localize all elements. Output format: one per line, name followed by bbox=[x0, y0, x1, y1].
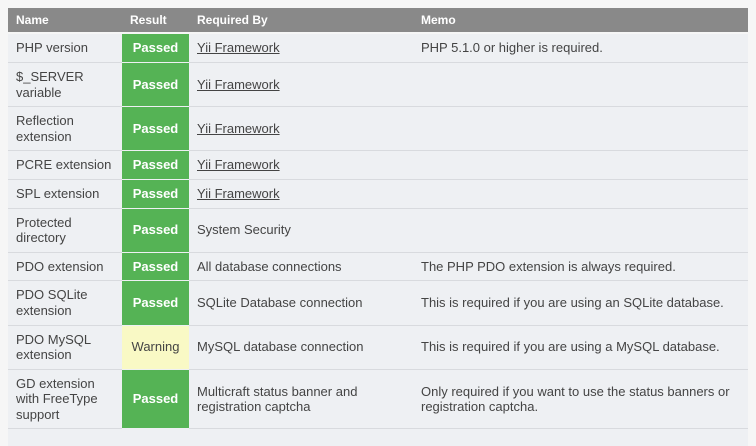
table-row: Reflection extension Passed Yii Framewor… bbox=[8, 107, 748, 152]
result-badge: Passed bbox=[122, 369, 189, 430]
result-badge: Passed bbox=[122, 179, 189, 209]
column-header-name: Name bbox=[8, 8, 122, 35]
table-row: PDO SQLite extension Passed SQLite Datab… bbox=[8, 281, 748, 326]
table-row: PHP version Passed Yii Framework PHP 5.1… bbox=[8, 34, 748, 63]
result-badge: Passed bbox=[122, 34, 189, 63]
required-by-link[interactable]: Yii Framework bbox=[197, 157, 280, 173]
required-by-cell: Yii Framework bbox=[189, 62, 413, 108]
required-by-cell: Yii Framework bbox=[189, 179, 413, 209]
requirement-name: SPL extension bbox=[8, 179, 122, 209]
required-by-cell: Multicraft status banner and registratio… bbox=[189, 369, 413, 430]
memo-cell: The PHP PDO extension is always required… bbox=[413, 252, 748, 282]
requirement-name: GD extension with FreeType support bbox=[8, 369, 122, 430]
table-body: PHP version Passed Yii Framework PHP 5.1… bbox=[8, 34, 748, 446]
required-by-cell: Yii Framework bbox=[189, 107, 413, 152]
memo-cell: Only required if you want to use the sta… bbox=[413, 369, 748, 430]
required-by-cell: Yii Framework bbox=[189, 151, 413, 180]
required-by-cell bbox=[189, 429, 413, 446]
requirement-name: PCRE extension bbox=[8, 151, 122, 180]
required-by-link[interactable]: Yii Framework bbox=[197, 120, 280, 136]
result-badge: Passed bbox=[122, 151, 189, 180]
memo-cell: This is required if you are using a MySQ… bbox=[413, 325, 748, 370]
table-row bbox=[8, 429, 748, 446]
memo-cell bbox=[413, 429, 748, 446]
result-badge: Passed bbox=[122, 281, 189, 326]
required-by-link[interactable]: Yii Framework bbox=[197, 40, 280, 56]
result-badge: Warning bbox=[122, 325, 189, 370]
table-row: $_SERVER variable Passed Yii Framework bbox=[8, 62, 748, 108]
memo-cell bbox=[413, 62, 748, 108]
result-badge: Passed bbox=[122, 208, 189, 253]
required-by-cell: MySQL database connection bbox=[189, 325, 413, 370]
table-row: SPL extension Passed Yii Framework bbox=[8, 179, 748, 209]
required-by-cell: SQLite Database connection bbox=[189, 281, 413, 326]
requirement-name: PDO extension bbox=[8, 252, 122, 282]
required-by-text: SQLite Database connection bbox=[197, 295, 363, 311]
required-by-cell: System Security bbox=[189, 208, 413, 253]
requirement-name: $_SERVER variable bbox=[8, 62, 122, 108]
table-row: Protected directory Passed System Securi… bbox=[8, 208, 748, 253]
required-by-text: System Security bbox=[197, 222, 291, 238]
column-header-memo: Memo bbox=[413, 8, 748, 35]
table-header: Name Result Required By Memo bbox=[8, 8, 748, 35]
requirement-name: Reflection extension bbox=[8, 107, 122, 152]
required-by-cell: Yii Framework bbox=[189, 34, 413, 63]
requirements-table: Name Result Required By Memo PHP version… bbox=[8, 8, 748, 446]
required-by-link[interactable]: Yii Framework bbox=[197, 185, 280, 201]
required-by-text: All database connections bbox=[197, 258, 342, 274]
memo-cell bbox=[413, 107, 748, 152]
result-badge bbox=[122, 429, 189, 446]
memo-cell bbox=[413, 179, 748, 209]
requirement-name: PDO MySQL extension bbox=[8, 325, 122, 370]
required-by-cell: All database connections bbox=[189, 252, 413, 282]
table-row: PDO extension Passed All database connec… bbox=[8, 252, 748, 282]
memo-cell: PHP 5.1.0 or higher is required. bbox=[413, 34, 748, 63]
result-badge: Passed bbox=[122, 252, 189, 282]
requirement-name: PHP version bbox=[8, 34, 122, 63]
table-row: PCRE extension Passed Yii Framework bbox=[8, 151, 748, 180]
required-by-text: MySQL database connection bbox=[197, 339, 364, 355]
result-badge: Passed bbox=[122, 107, 189, 152]
required-by-link[interactable]: Yii Framework bbox=[197, 76, 280, 92]
column-header-result: Result bbox=[122, 8, 189, 35]
table-row: PDO MySQL extension Warning MySQL databa… bbox=[8, 325, 748, 370]
result-badge: Passed bbox=[122, 62, 189, 108]
column-header-required-by: Required By bbox=[189, 8, 413, 35]
required-by-text: Multicraft status banner and registratio… bbox=[197, 383, 358, 415]
memo-cell bbox=[413, 208, 748, 253]
requirement-name: Protected directory bbox=[8, 208, 122, 253]
memo-cell bbox=[413, 151, 748, 180]
memo-cell: This is required if you are using an SQL… bbox=[413, 281, 748, 326]
table-row: GD extension with FreeType support Passe… bbox=[8, 369, 748, 430]
requirement-name bbox=[8, 429, 122, 446]
requirement-name: PDO SQLite extension bbox=[8, 281, 122, 326]
header-row: Name Result Required By Memo bbox=[8, 8, 748, 35]
